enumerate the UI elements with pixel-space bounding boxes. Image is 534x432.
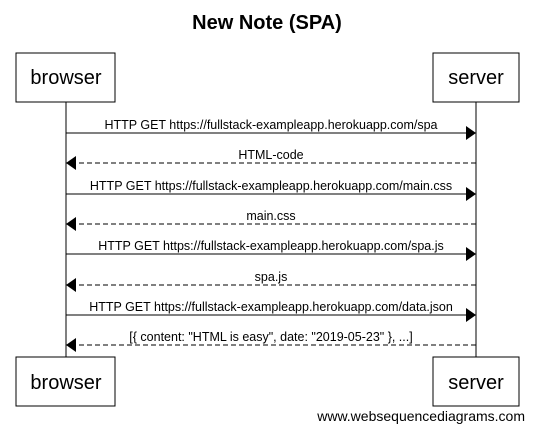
participant-browser-top: browser (15, 52, 116, 103)
message-8: [{ content: "HTML is easy", date: "2019-… (66, 330, 476, 352)
participant-browser-bottom-label: browser (30, 372, 101, 394)
participant-browser-bottom: browser (15, 356, 116, 407)
message-3-label: HTTP GET https://fullstack-exampleapp.he… (90, 179, 452, 193)
participant-browser-top-label: browser (30, 67, 101, 89)
message-7: HTTP GET https://fullstack-exampleapp.he… (66, 300, 476, 322)
participant-server-top-label: server (448, 67, 504, 89)
message-8-label: [{ content: "HTML is easy", date: "2019-… (129, 330, 412, 344)
message-1: HTTP GET https://fullstack-exampleapp.he… (66, 118, 476, 140)
watermark-text: www.websequencediagrams.com (316, 408, 525, 424)
message-6: spa.js (66, 270, 476, 292)
message-5-label: HTTP GET https://fullstack-exampleapp.he… (98, 239, 444, 253)
message-4: main.css (66, 209, 476, 231)
participant-server-bottom-label: server (448, 372, 504, 394)
message-4-label: main.css (246, 209, 295, 223)
message-1-label: HTTP GET https://fullstack-exampleapp.he… (104, 118, 437, 132)
message-5: HTTP GET https://fullstack-exampleapp.he… (66, 239, 476, 261)
participant-server-bottom: server (432, 356, 520, 407)
message-3: HTTP GET https://fullstack-exampleapp.he… (66, 179, 476, 201)
message-7-label: HTTP GET https://fullstack-exampleapp.he… (89, 300, 453, 314)
message-2: HTML-code (66, 148, 476, 170)
diagram-title: New Note (SPA) (192, 12, 342, 34)
message-2-label: HTML-code (238, 148, 303, 162)
participant-server-top: server (432, 52, 520, 103)
message-6-label: spa.js (255, 270, 288, 284)
